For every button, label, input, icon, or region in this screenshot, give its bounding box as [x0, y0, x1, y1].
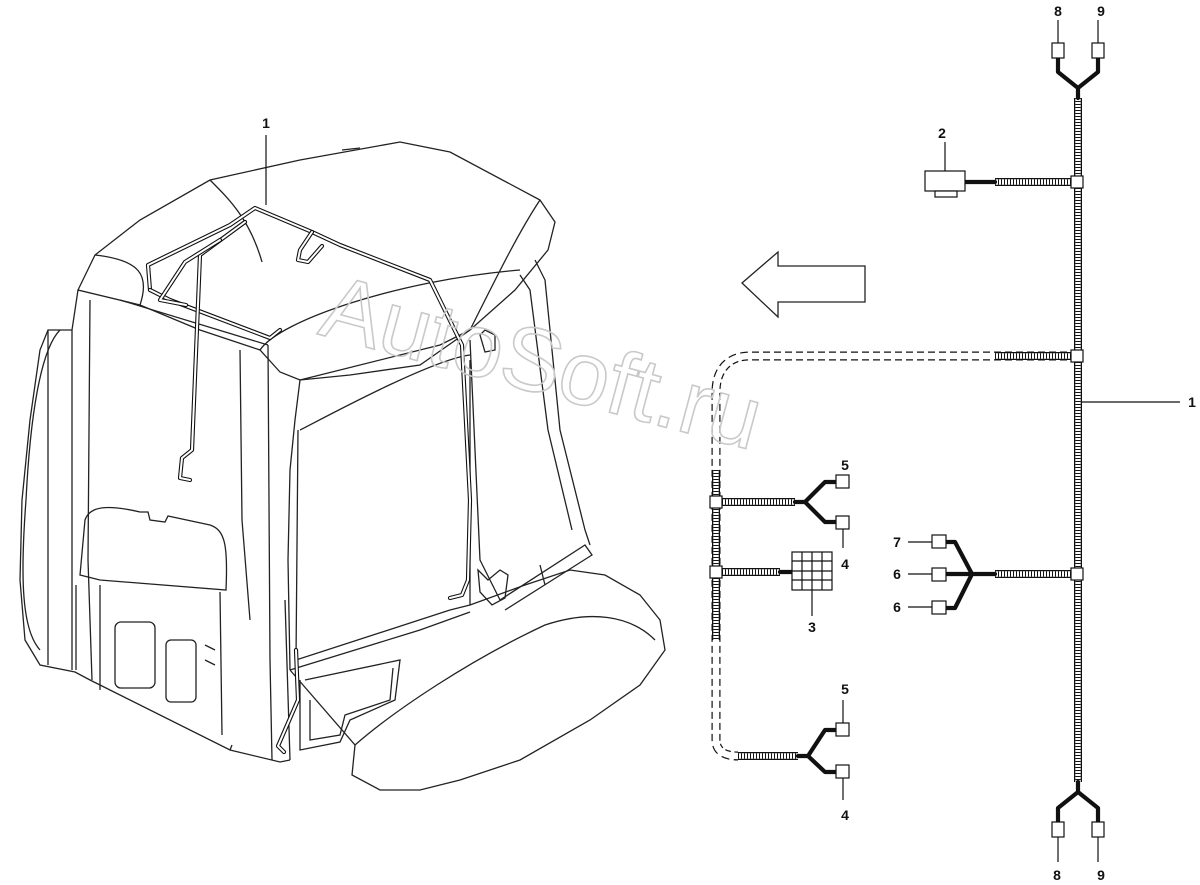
- callout-7: 7: [893, 534, 901, 550]
- connector-7: [931, 534, 947, 549]
- callout-1-main: 1: [1188, 394, 1196, 410]
- door-window: [295, 360, 471, 661]
- cab-illustration: [19, 141, 666, 791]
- callout-6-low: 6: [893, 599, 901, 615]
- connector-8-top: [1051, 42, 1065, 59]
- callout-4-upper: 4: [841, 556, 849, 572]
- cab-roof: [77, 141, 556, 381]
- bottom-fork: [1051, 779, 1105, 862]
- rear-light-left: [114, 621, 156, 689]
- branch-2: [924, 142, 1084, 198]
- callout-2: 2: [938, 125, 946, 141]
- view-direction-arrow: [741, 250, 866, 319]
- wheel-fender: [289, 569, 666, 791]
- component-2: [924, 170, 966, 192]
- branch-upper-4-5: [709, 474, 850, 548]
- callout-9-top: 9: [1097, 3, 1105, 19]
- connector-9-top: [1091, 42, 1105, 59]
- cab-side-rail: [22, 329, 61, 651]
- connector-9-bottom: [1091, 821, 1105, 838]
- connector-5-lower: [835, 722, 850, 737]
- callout-5-upper: 5: [841, 457, 849, 473]
- connector-4-lower: [835, 764, 850, 779]
- callout-4-lower: 4: [841, 807, 849, 823]
- branch-lower-4-5: [738, 700, 850, 800]
- connector-4-upper: [835, 515, 850, 530]
- connector-6-mid: [931, 567, 947, 582]
- rear-window-frame: [267, 344, 273, 761]
- callout-9-bottom: 9: [1097, 867, 1105, 883]
- connector-6-low: [931, 600, 947, 615]
- cab-door: [287, 329, 501, 671]
- side-panel: [289, 611, 471, 751]
- callout-1-cab: 1: [262, 115, 270, 131]
- connector-5-upper: [835, 474, 850, 489]
- cab-body-left: [19, 289, 291, 763]
- connector-8-bottom: [1051, 821, 1065, 838]
- top-fork: [1051, 20, 1105, 101]
- door-handle: [477, 568, 509, 606]
- callout-8-top: 8: [1054, 3, 1062, 19]
- cab-rear-panel: [87, 299, 269, 681]
- optional-harness-loop: [711, 349, 1084, 761]
- callout-6-mid: 6: [893, 566, 901, 582]
- cab-front-pillar: [519, 259, 591, 546]
- callout-5-lower: 5: [841, 681, 849, 697]
- rear-hatch: [79, 506, 228, 591]
- callout-8-bottom: 8: [1053, 867, 1061, 883]
- rear-light-right: [165, 639, 197, 703]
- callout-3: 3: [808, 619, 816, 635]
- branch-3: [709, 551, 833, 616]
- roof-ridge: [209, 179, 263, 263]
- component-3-grid: [791, 551, 833, 591]
- branch-6-7: [908, 534, 1084, 615]
- cab-harness-route: [145, 205, 473, 755]
- watermark: AutoSoft.ru: [311, 256, 772, 469]
